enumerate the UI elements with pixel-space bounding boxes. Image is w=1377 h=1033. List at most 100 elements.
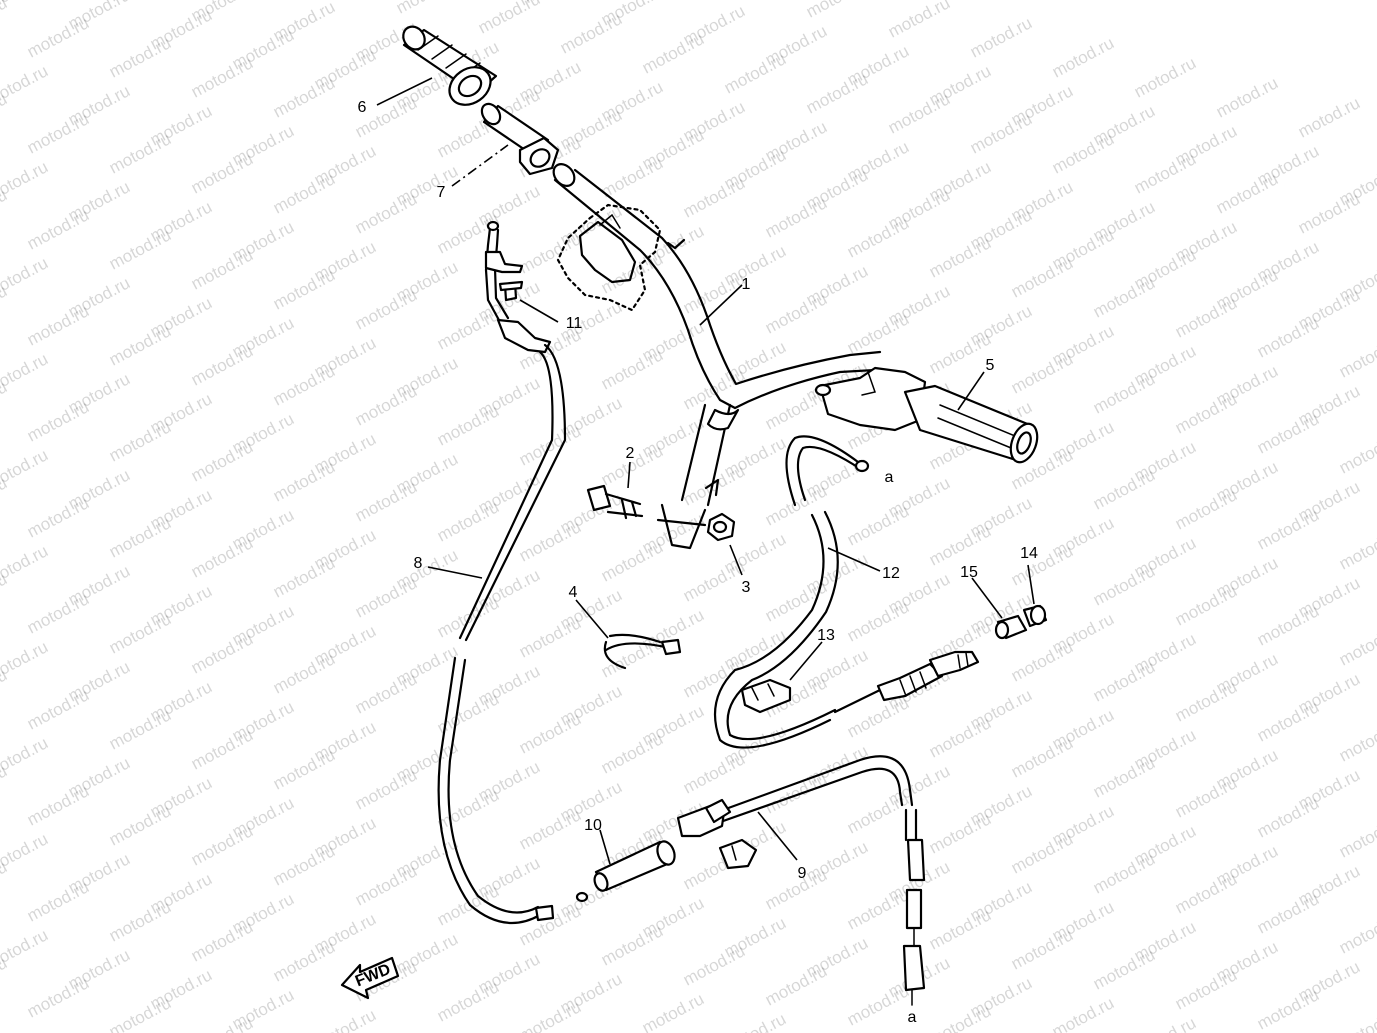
part-12-throttle-cable[interactable] <box>713 435 980 749</box>
watermark-text: motod.ru <box>680 749 748 797</box>
watermark-text: motod.ru <box>1131 53 1199 101</box>
watermark-text: motod.ru <box>188 629 256 677</box>
fwd-arrow-icon: FWD <box>340 956 400 1000</box>
watermark-text: motod.ru <box>106 129 174 177</box>
watermark-text: motod.ru <box>106 801 174 849</box>
watermark-text: motod.ru <box>24 205 92 253</box>
watermark-text: motod.ru <box>721 49 789 97</box>
watermark-text: motod.ru <box>598 921 666 969</box>
leader-lines <box>376 77 1035 865</box>
watermark-text: motod.ru <box>1090 657 1158 705</box>
watermark-text: motod.ru <box>926 329 994 377</box>
part-5-right-grip[interactable] <box>903 384 1042 466</box>
watermark-text: motod.ru <box>1336 1005 1377 1033</box>
watermark-text: motod.ru <box>1172 677 1240 725</box>
watermark-text: motod.ru <box>270 649 338 697</box>
watermark-text: motod.ru <box>516 997 584 1033</box>
watermark-text: motod.ru <box>24 877 92 925</box>
watermark-text: motod.ru <box>311 1005 379 1033</box>
watermark-text: motod.ru <box>352 669 420 717</box>
watermark-text: motod.ru <box>1336 525 1377 573</box>
watermark-text: motod.ru <box>639 29 707 77</box>
watermark-text: motod.ru <box>680 941 748 989</box>
watermark-text: motod.ru <box>844 693 912 741</box>
watermark-text: motod.ru <box>1254 889 1322 937</box>
callout-14: 14 <box>1020 545 1038 562</box>
part-13-holder[interactable] <box>740 678 792 714</box>
watermark-text: motod.ru <box>1254 505 1322 553</box>
watermark-text: motod.ru <box>1131 149 1199 197</box>
watermark-text: motod.ru <box>106 897 174 945</box>
watermark-text: motod.ru <box>762 481 830 529</box>
part-10-sleeve[interactable] <box>592 839 677 893</box>
watermark-text: motod.ru <box>24 973 92 1021</box>
watermark-text: motod.ru <box>434 497 502 545</box>
watermark-text: motod.ru <box>1008 925 1076 973</box>
watermark-text: motod.ru <box>516 517 584 565</box>
watermark-text: motod.ru <box>270 745 338 793</box>
watermark-text: motod.ru <box>1172 581 1240 629</box>
watermark-text: motod.ru <box>434 785 502 833</box>
watermark-text: motod.ru <box>352 285 420 333</box>
callout-11: 11 <box>566 315 583 332</box>
watermark-text: motod.ru <box>926 233 994 281</box>
watermark-text: motod.ru <box>885 0 953 42</box>
watermark-text: motod.ru <box>352 573 420 621</box>
watermark-text: motod.ru <box>1090 849 1158 897</box>
watermark-text: motod.ru <box>762 193 830 241</box>
watermark-text: motod.ru <box>926 809 994 857</box>
watermark-text: motod.ru <box>721 0 789 2</box>
watermark-text: motod.ru <box>1090 561 1158 609</box>
watermark-text: motod.ru <box>270 841 338 889</box>
callout-9: 9 <box>798 865 807 882</box>
watermark-text: motod.ru <box>270 457 338 505</box>
watermark-text: motod.ru <box>803 0 871 22</box>
part-4-band[interactable] <box>603 633 682 670</box>
watermark-text: motod.ru <box>24 13 92 61</box>
cable-end-marker-a-bottom: a <box>908 1009 917 1026</box>
callout-15: 15 <box>960 564 978 581</box>
watermark-text: motod.ru <box>926 521 994 569</box>
watermark-text: motod.ru <box>393 0 461 18</box>
part-3-nut[interactable] <box>706 512 736 542</box>
watermark-text: motod.ru <box>598 153 666 201</box>
watermark-text: motod.ru <box>352 381 420 429</box>
watermark-text: motod.ru <box>1008 541 1076 589</box>
part-2-bolt[interactable] <box>586 484 644 520</box>
watermark-text: motod.ru <box>803 69 871 117</box>
watermark-text: motod.ru <box>598 729 666 777</box>
watermark-text: motod.ru <box>270 361 338 409</box>
watermark-text: motod.ru <box>1090 753 1158 801</box>
part-14-adjuster[interactable] <box>1022 604 1048 628</box>
part-6-left-grip[interactable] <box>399 22 498 112</box>
watermark-text: motod.ru <box>844 885 912 933</box>
watermark-text: motod.ru <box>270 553 338 601</box>
watermark-text: motod.ru <box>844 309 912 357</box>
watermark-text: motod.ru <box>926 1001 994 1033</box>
watermark-text: motod.ru <box>24 109 92 157</box>
watermark-text: motod.ru <box>844 981 912 1029</box>
watermark-text: motod.ru <box>352 477 420 525</box>
watermark-text: motod.ru <box>188 149 256 197</box>
watermark-text: motod.ru <box>1172 485 1240 533</box>
watermark-text: motod.ru <box>1172 773 1240 821</box>
watermark-text: motod.ru <box>270 73 338 121</box>
watermark-text: motod.ru <box>106 513 174 561</box>
watermark-text: motod.ru <box>762 769 830 817</box>
part-8-front-brake-cable[interactable] <box>437 220 589 925</box>
watermark-text: motod.ru <box>1090 273 1158 321</box>
part-9-lower-cable[interactable] <box>676 755 926 1006</box>
watermark-text: motod.ru <box>0 0 10 42</box>
part-7-grip-sleeve[interactable] <box>478 100 560 176</box>
part-11-screw[interactable] <box>498 280 524 302</box>
watermark-text: motod.ru <box>1254 409 1322 457</box>
watermark-text: motod.ru <box>1172 389 1240 437</box>
watermark-text: motod.ru <box>106 609 174 657</box>
watermark-text: motod.ru <box>516 709 584 757</box>
part-15-cap[interactable] <box>994 614 1028 640</box>
watermark-text: motod.ru <box>1254 601 1322 649</box>
watermark-text: motod.ru <box>434 209 502 257</box>
watermark-text: motod.ru <box>24 781 92 829</box>
